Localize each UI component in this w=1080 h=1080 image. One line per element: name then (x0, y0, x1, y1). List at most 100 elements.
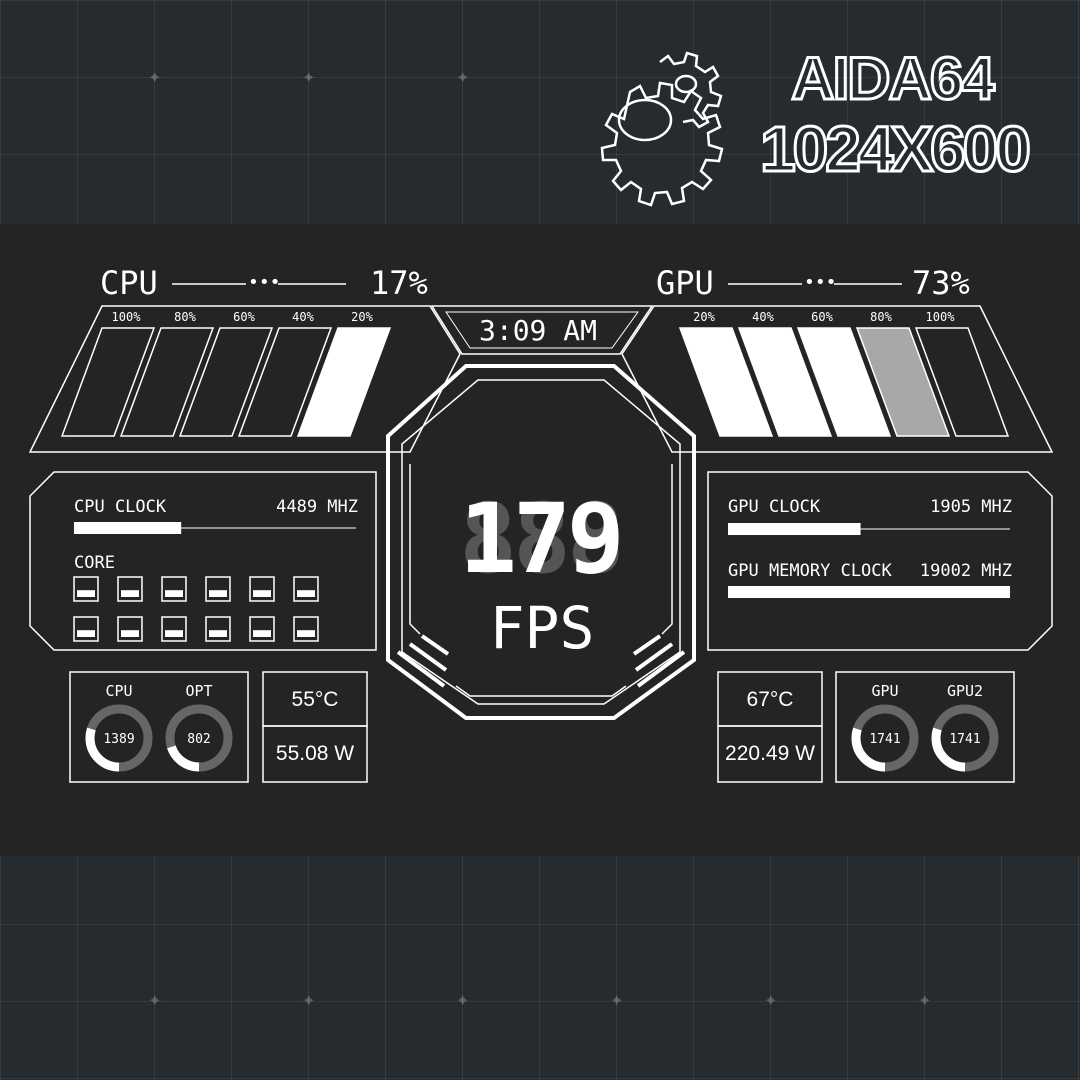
gauge-label: GPU (871, 682, 898, 700)
cpu-dots-icon: ••• (248, 272, 281, 293)
core-level (121, 630, 139, 637)
grid-cross-icon: ✦ (918, 991, 932, 1010)
gpu-mem-bar (728, 586, 1010, 598)
gpu-dots-icon: ••• (804, 272, 837, 293)
load-bar-segment (178, 327, 274, 437)
core-level (253, 630, 271, 637)
gpu-mem-value: 19002 MHZ (920, 561, 1012, 581)
cpu-core-grid (73, 576, 319, 642)
core-level (209, 630, 227, 637)
load-bar-segment (237, 327, 333, 437)
gpu-temp: 67°C (747, 688, 794, 711)
gauge-value: 802 (187, 732, 210, 747)
fps-frame-inner (401, 379, 681, 705)
core-cell (205, 576, 231, 602)
fps-corner-stripes-icon (396, 634, 686, 688)
cpu-clock-label: CPU CLOCK (74, 497, 167, 517)
grid-cross-icon: ✦ (302, 68, 316, 87)
cpu-power-box (262, 725, 368, 783)
gears-logo-icon (600, 51, 724, 207)
core-cell (73, 576, 99, 602)
clock-frame (430, 305, 654, 355)
fps-ghost-digits: 888 (459, 483, 620, 595)
gpu-clock-bar (728, 523, 861, 535)
gpu-mem-label: GPU MEMORY CLOCK (728, 561, 893, 581)
gauge-fill (165, 704, 233, 772)
gauge-value: 1389 (103, 732, 134, 747)
core-cell (117, 616, 143, 642)
gpu-power-box (717, 725, 823, 783)
load-bar-segment (914, 327, 1010, 437)
fps-frame-outer (386, 364, 696, 720)
fps-frame-detail (661, 464, 673, 635)
grid-cross-icon: ✦ (148, 68, 162, 87)
fps-frame-detail (409, 464, 421, 635)
load-bar-tick-label: 40% (752, 310, 774, 324)
load-bar-tick-label: 80% (174, 310, 196, 324)
cpu-clock-panel (29, 471, 377, 651)
gpu-gauge-box (835, 671, 1015, 783)
load-bar-segment (855, 327, 951, 437)
gauge-fill (851, 704, 919, 772)
cpu-gauge-box (69, 671, 249, 783)
fps-label: FPS (490, 594, 595, 662)
gpu-load-ticks: 20%40%60%80%100% (693, 310, 955, 324)
gpu-percent: 73% (912, 264, 970, 302)
grid-cross-icon: ✦ (302, 991, 316, 1010)
load-bar-segment (60, 327, 156, 437)
cpu-temp: 55°C (292, 688, 339, 711)
load-bar-tick-label: 60% (811, 310, 833, 324)
cpu-core-label: CORE (74, 553, 115, 573)
gpu-clock-value: 1905 MHZ (930, 497, 1012, 517)
load-bar-tick-label: 20% (351, 310, 373, 324)
fps-frame-detail (455, 685, 627, 697)
brand-title: AIDA64 (791, 45, 995, 112)
gauge-value: 1741 (869, 732, 900, 747)
gauge-fill (931, 704, 999, 772)
load-bar-tick-label: 40% (292, 310, 314, 324)
fps-value: 179 (459, 483, 620, 595)
cpu-clock-bar (74, 522, 182, 534)
load-bar-tick-label: 60% (233, 310, 255, 324)
load-bar-segment (296, 327, 392, 437)
branding-header: AIDA64 1024X600 (600, 44, 1033, 207)
load-bar-tick-label: 80% (870, 310, 892, 324)
core-level (209, 590, 227, 597)
gauge-label: CPU (105, 682, 132, 700)
core-level (165, 630, 183, 637)
load-bar-segment (796, 327, 892, 437)
core-level (297, 590, 315, 597)
load-bar-segment (737, 327, 833, 437)
core-level (121, 590, 139, 597)
gpu-load-bars (678, 327, 1010, 437)
core-cell (73, 616, 99, 642)
cpu-label: CPU (100, 264, 158, 302)
core-cell (117, 576, 143, 602)
gpu-load-frame (621, 305, 1054, 453)
gauge-value: 1741 (949, 732, 980, 747)
clock-inner-frame (445, 311, 639, 349)
brand-resolution: 1024X600 (760, 113, 1028, 185)
core-cell (161, 576, 187, 602)
load-bar-tick-label: 100% (112, 310, 142, 324)
load-bar-segment (119, 327, 215, 437)
gpu-clock-panel (707, 471, 1053, 651)
core-level (297, 630, 315, 637)
core-level (165, 590, 183, 597)
load-bar-tick-label: 100% (926, 310, 956, 324)
cpu-percent: 17% (370, 264, 428, 302)
core-cell (249, 576, 275, 602)
core-level (77, 590, 95, 597)
cpu-clock-value: 4489 MHZ (276, 497, 358, 517)
core-level (253, 590, 271, 597)
sensor-panel: CPU ••• 17% GPU ••• 73% 100% 80% 60% 40% 20%… (0, 224, 1080, 856)
gpu-power: 220.49 W (725, 742, 815, 765)
gpu-clock-label: GPU CLOCK (728, 497, 821, 517)
core-cell (293, 576, 319, 602)
grid-cross-icon: ✦ (456, 68, 470, 87)
cpu-load-bars (60, 327, 392, 437)
core-level (77, 630, 95, 637)
core-cell (249, 616, 275, 642)
